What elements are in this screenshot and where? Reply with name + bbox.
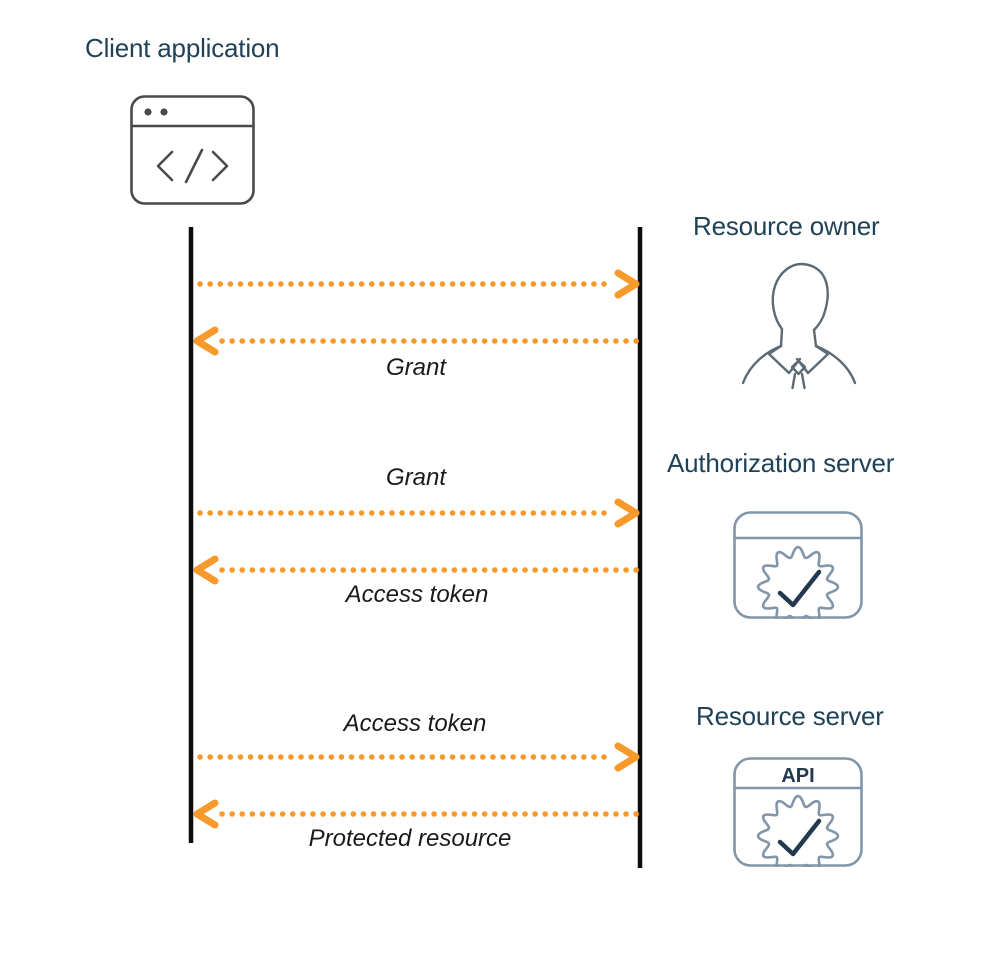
api-badge: API	[781, 765, 814, 787]
arrow-head-right-icon	[614, 498, 640, 528]
head-outline	[771, 262, 829, 332]
code-glyph-icon	[156, 148, 229, 184]
message-label-protected-resource: Protected resource	[308, 825, 512, 852]
tie-knot	[790, 359, 807, 376]
gear-icon	[756, 545, 840, 619]
neck-right	[812, 328, 818, 348]
dotted-arrow-left-2	[193, 326, 641, 356]
dotted-arrow-right-1	[197, 269, 640, 299]
person-icon	[741, 262, 857, 390]
tie-tail-right	[800, 372, 806, 390]
dotted-arrow-left-4	[193, 555, 641, 585]
message-label-grant-request: Grant	[385, 464, 447, 491]
resource-server-label: Resource server	[696, 701, 884, 731]
check-icon	[777, 818, 822, 857]
arrow-head-left-icon	[193, 555, 219, 585]
message-label-grant-response: Grant	[385, 354, 447, 381]
dotted-arrow-left-6	[193, 799, 641, 829]
gear-icon	[756, 794, 840, 867]
window-dot-icon	[144, 108, 152, 116]
message-label-access-token-request: Access token	[343, 710, 487, 737]
window-dot-icon	[160, 108, 168, 116]
check-icon	[777, 569, 822, 608]
client-application-label: Client application	[85, 33, 280, 63]
shoulder-left	[741, 344, 783, 385]
arrow-head-right-icon	[614, 742, 640, 772]
arrow-head-left-icon	[193, 799, 219, 829]
tie-tail-left	[791, 372, 797, 390]
browser-code-icon	[130, 95, 255, 205]
neck-left	[779, 327, 784, 348]
browser-gear-check-icon	[733, 511, 863, 619]
dotted-arrow-right-5	[197, 742, 640, 772]
message-label-access-token-response: Access token	[345, 581, 489, 608]
resource-owner-label: Resource owner	[693, 211, 880, 241]
authorization-server-label: Authorization server	[667, 448, 895, 478]
arrow-head-right-icon	[614, 269, 640, 299]
shoulder-right	[814, 344, 857, 385]
dotted-arrow-right-3	[197, 498, 640, 528]
arrow-head-left-icon	[193, 326, 219, 356]
browser-api-gear-check-icon: API	[733, 757, 863, 867]
